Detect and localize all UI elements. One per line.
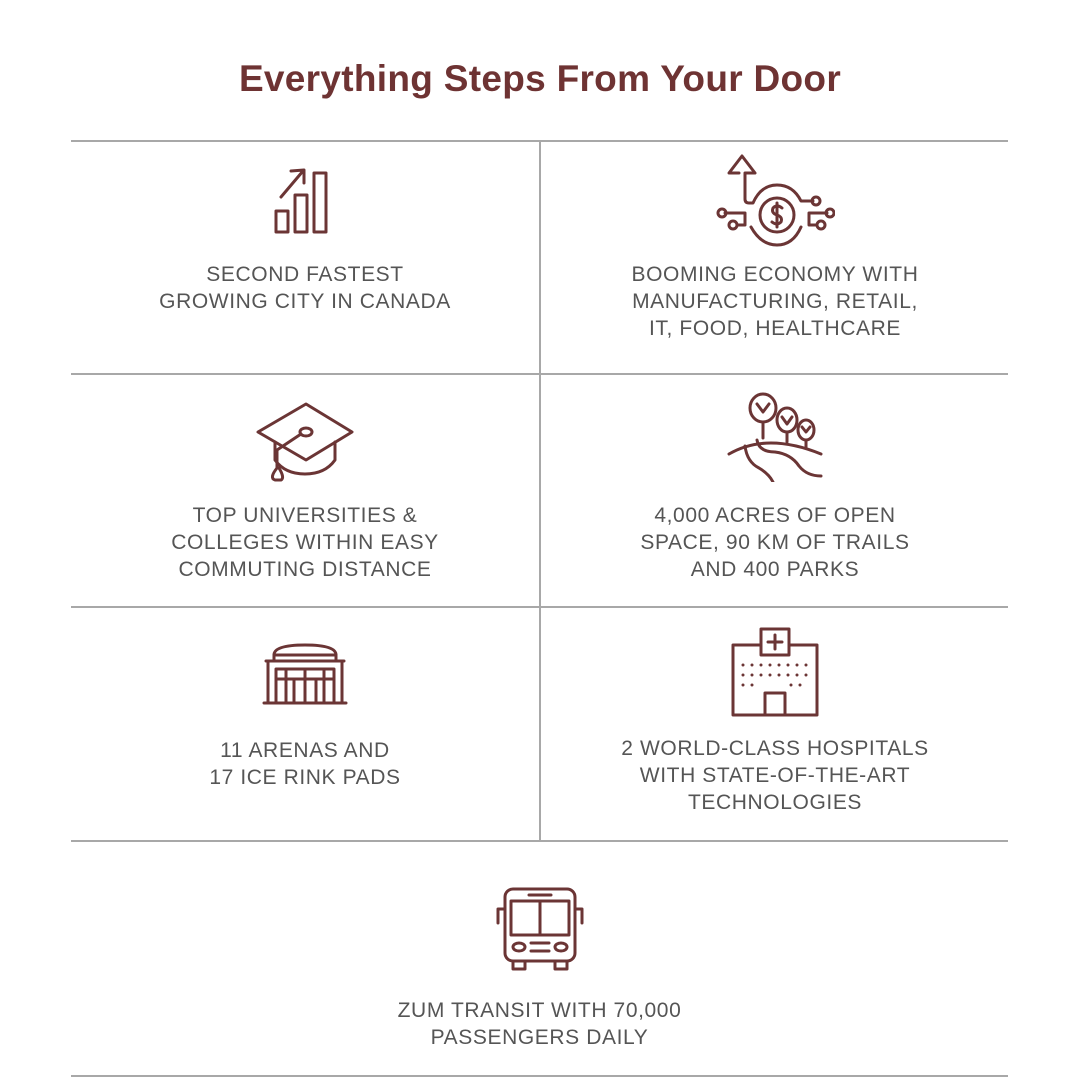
feature-economy: BOOMING ECONOMY WITH MANUFACTURING, RETA… bbox=[541, 141, 1009, 374]
economy-dollar-icon bbox=[715, 151, 835, 247]
text-line: MANUFACTURING, RETAIL, bbox=[632, 290, 918, 313]
text-line: SPACE, 90 KM OF TRAILS bbox=[640, 531, 910, 554]
text-line: 11 ARENAS AND bbox=[220, 739, 390, 762]
feature-text: ZUM TRANSIT WITH 70,000 PASSENGERS DAILY bbox=[71, 997, 1008, 1051]
text-line: COLLEGES WITHIN EASY bbox=[171, 531, 439, 554]
feature-text: SECOND FASTEST GROWING CITY IN CANADA bbox=[71, 261, 539, 315]
divider bbox=[71, 1075, 1008, 1077]
feature-text: 11 ARENAS AND 17 ICE RINK PADS bbox=[71, 737, 539, 791]
text-line: IT, FOOD, HEALTHCARE bbox=[649, 317, 901, 340]
feature-hospitals: 2 WORLD-CLASS HOSPITALS WITH STATE-OF-TH… bbox=[541, 607, 1009, 840]
text-line: BOOMING ECONOMY WITH bbox=[631, 263, 919, 286]
feature-parks: 4,000 ACRES OF OPEN SPACE, 90 KM OF TRAI… bbox=[541, 374, 1009, 607]
bus-icon bbox=[495, 885, 585, 971]
feature-text: 4,000 ACRES OF OPEN SPACE, 90 KM OF TRAI… bbox=[541, 502, 1009, 583]
feature-text: BOOMING ECONOMY WITH MANUFACTURING, RETA… bbox=[541, 261, 1009, 342]
arena-icon bbox=[260, 641, 350, 707]
column-divider bbox=[539, 140, 541, 841]
text-line: 4,000 ACRES OF OPEN bbox=[654, 504, 896, 527]
text-line: COMMUTING DISTANCE bbox=[178, 558, 432, 581]
text-line: GROWING CITY IN CANADA bbox=[159, 290, 451, 313]
text-line: SECOND FASTEST bbox=[206, 263, 404, 286]
text-line: WITH STATE-OF-THE-ART bbox=[639, 764, 911, 787]
feature-growing-city: SECOND FASTEST GROWING CITY IN CANADA bbox=[71, 141, 539, 374]
feature-transit: ZUM TRANSIT WITH 70,000 PASSENGERS DAILY bbox=[71, 841, 1008, 1074]
text-line: ZUM TRANSIT WITH 70,000 bbox=[397, 999, 682, 1022]
hill-path-icon bbox=[727, 432, 823, 482]
graduation-cap-icon bbox=[255, 396, 355, 482]
trees-trail-icon bbox=[727, 392, 823, 482]
growth-chart-icon bbox=[273, 165, 337, 235]
text-line: TOP UNIVERSITIES & bbox=[192, 504, 418, 527]
text-line: AND 400 PARKS bbox=[690, 558, 860, 581]
feature-text: TOP UNIVERSITIES & COLLEGES WITHIN EASY … bbox=[71, 502, 539, 583]
text-line: TECHNOLOGIES bbox=[687, 791, 863, 814]
feature-arenas: 11 ARENAS AND 17 ICE RINK PADS bbox=[71, 607, 539, 840]
divider bbox=[71, 840, 1008, 842]
hospital-icon bbox=[729, 627, 821, 719]
text-line: 17 ICE RINK PADS bbox=[209, 766, 401, 789]
page-title: Everything Steps From Your Door bbox=[238, 58, 842, 99]
feature-text: 2 WORLD-CLASS HOSPITALS WITH STATE-OF-TH… bbox=[541, 735, 1009, 816]
text-line: PASSENGERS DAILY bbox=[430, 1026, 649, 1049]
text-line: 2 WORLD-CLASS HOSPITALS bbox=[621, 737, 929, 760]
feature-universities: TOP UNIVERSITIES & COLLEGES WITHIN EASY … bbox=[71, 374, 539, 607]
